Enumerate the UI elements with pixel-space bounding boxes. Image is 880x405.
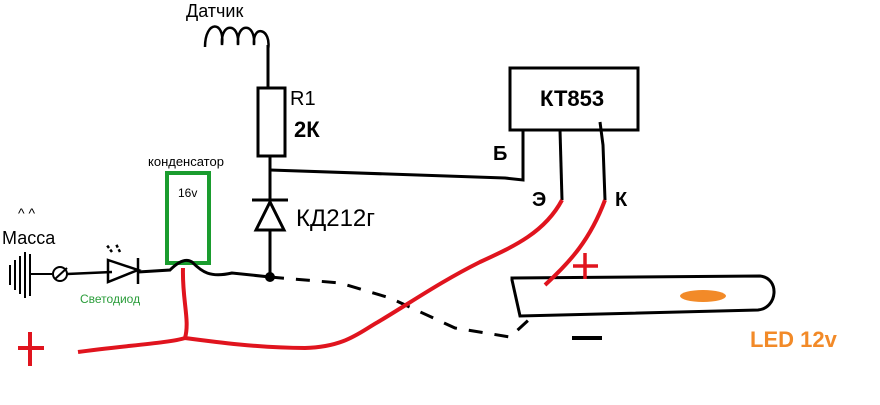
wire-minus-dashed (269, 275, 547, 339)
resistor-r1-label: R1 (290, 88, 316, 110)
wire-led-capacitor-junction (137, 258, 271, 279)
collector-label: К (615, 189, 628, 211)
diode-label: КД212г (296, 205, 375, 232)
led-diode-label: Светодиод (80, 292, 140, 306)
sensor-label: Датчик (186, 1, 243, 21)
sensor-coil (203, 25, 270, 51)
transistor-emitter-leg (558, 129, 564, 201)
led-strip-glow (680, 290, 726, 302)
diode-kd212 (252, 198, 288, 277)
wire-positive (77, 199, 607, 354)
wire-ground-led (66, 270, 113, 276)
transistor-body (508, 66, 640, 132)
wire-to-base (269, 128, 525, 182)
capacitor-body (165, 171, 211, 265)
transistor-label: КТ853 (540, 86, 604, 111)
led-diode (105, 243, 142, 284)
resistor-r1-value: 2К (294, 117, 320, 142)
base-label: Б (493, 143, 507, 165)
capacitor-voltage: 16v (178, 186, 197, 200)
ground-label: Масса (2, 228, 56, 248)
transistor-collector-leg (598, 121, 607, 201)
led-strip (510, 274, 776, 318)
ground-ticks: ^ ^ (18, 205, 35, 221)
plus-left (18, 332, 44, 366)
plus-right (573, 253, 598, 279)
led-strip-label: LED 12v (750, 327, 838, 352)
capacitor-label: конденсатор (148, 154, 224, 169)
ground-symbol (9, 252, 68, 298)
resistor-r1 (256, 86, 287, 158)
emitter-label: Э (532, 189, 546, 211)
